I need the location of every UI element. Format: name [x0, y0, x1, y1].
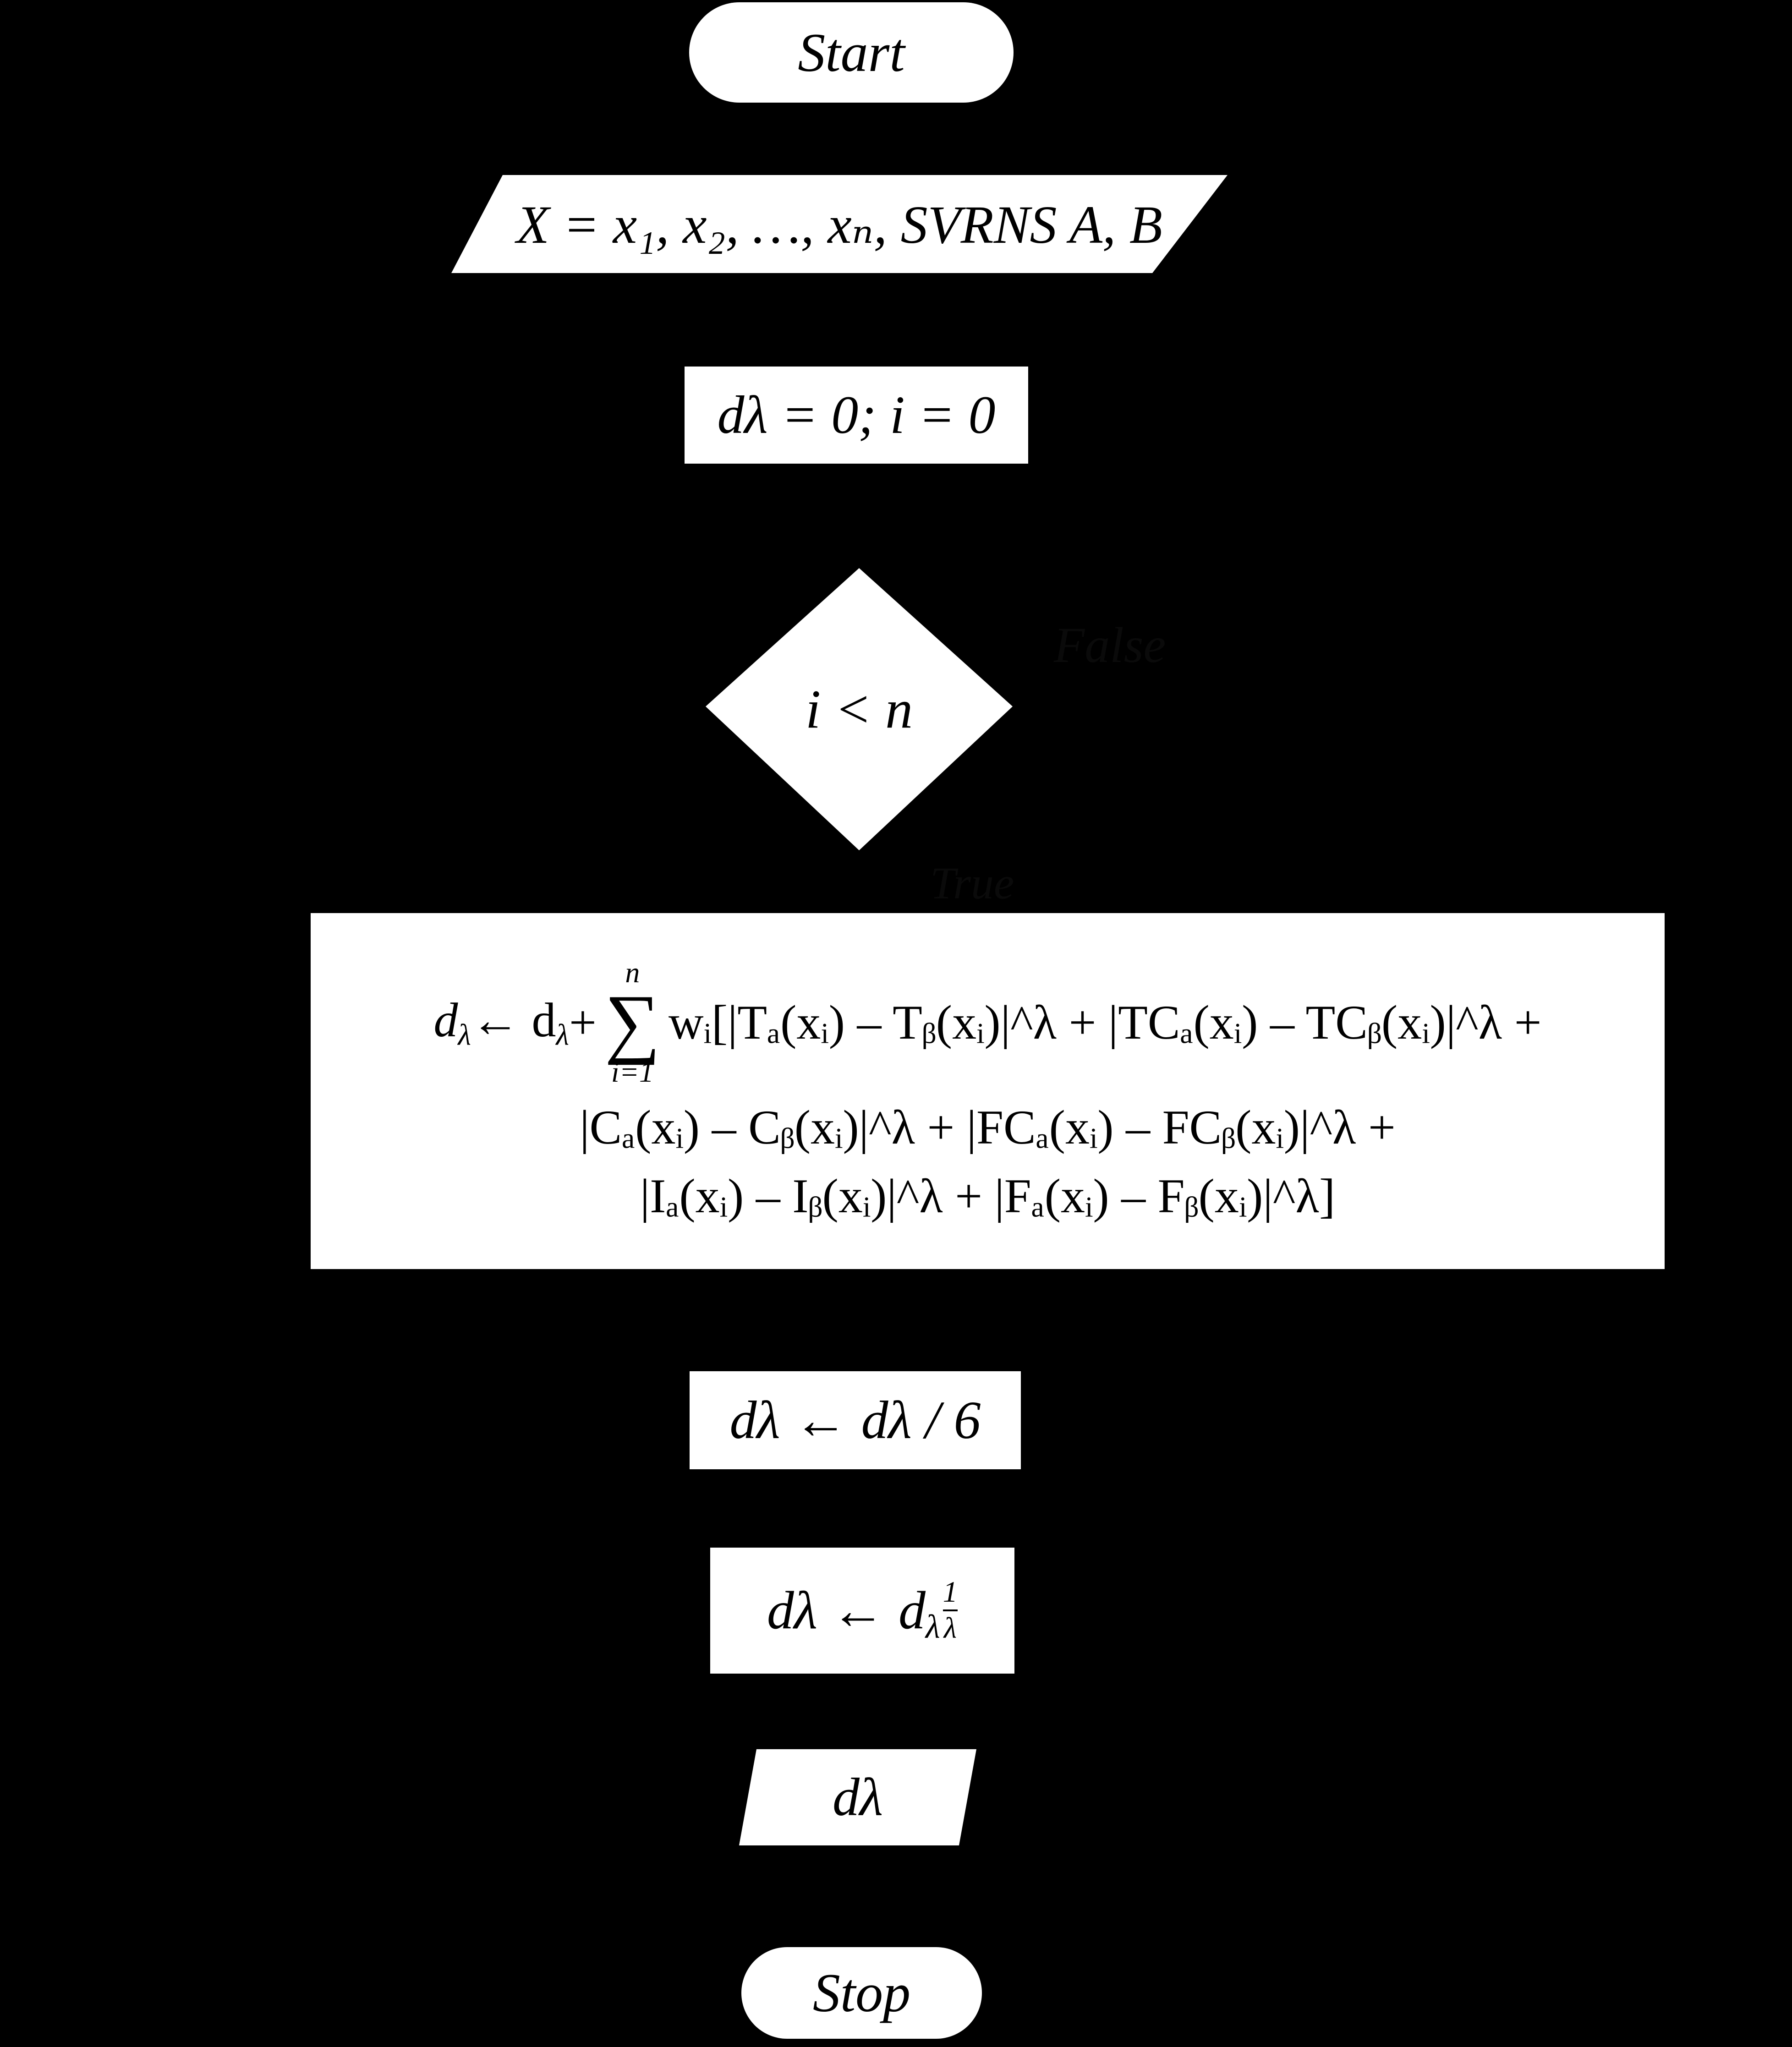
false-branch-label: False: [1054, 617, 1166, 673]
decision-label: i < n: [706, 568, 1013, 850]
init-process: dλ = 0; i = 0: [685, 367, 1028, 464]
formula-plus: +: [569, 995, 597, 1049]
formula-line-1-terms: wᵢ[|Tₐ(xᵢ) – Tᵦ(xᵢ)|^λ + |TCₐ(xᵢ) – TCᵦ(…: [668, 995, 1542, 1049]
divide-label: dλ ← dλ / 6: [729, 1390, 981, 1450]
stop-terminal: Stop: [741, 1947, 982, 2039]
formula-lhs: dλ: [433, 993, 471, 1052]
sum-lower-limit: i=1: [611, 1056, 654, 1088]
summation: n ∑ i=1: [605, 958, 660, 1087]
decision-text: i < n: [805, 679, 913, 739]
stop-label: Stop: [812, 1962, 911, 2023]
init-label: dλ = 0; i = 0: [717, 385, 996, 445]
true-branch-label: True: [930, 858, 1014, 909]
formula-line-3: |Iₐ(xᵢ) – Iᵦ(xᵢ)|^λ + |Fₐ(xᵢ) – Fᵦ(xᵢ)|^…: [640, 1169, 1336, 1223]
input-parallelogram: [451, 175, 1228, 273]
output-label: dλ: [739, 1749, 976, 1845]
decision-diamond: [706, 568, 1013, 850]
sum-upper-limit: n: [625, 956, 640, 989]
power-base-subscript: λ: [925, 1608, 940, 1645]
input-label: X = x₁, x₂, …, xₙ, SVRNS A, B: [451, 175, 1228, 273]
output-text: dλ: [832, 1767, 883, 1827]
formula-assign: ← dλ: [471, 993, 569, 1052]
formula-line-1: dλ ← dλ + n ∑ i=1 wᵢ[|Tₐ(xᵢ) – Tᵦ(xᵢ)|^λ…: [434, 958, 1542, 1087]
input-text: X = x₁, x₂, …, xₙ, SVRNS A, B: [516, 194, 1162, 255]
sum-symbol: ∑: [604, 979, 660, 1065]
formula-line-2: |Cₐ(xᵢ) – Cᵦ(xᵢ)|^λ + |FCₐ(xᵢ) – FCᵦ(xᵢ)…: [580, 1100, 1396, 1154]
divide-process: dλ ← dλ / 6: [690, 1371, 1021, 1469]
start-terminal: Start: [689, 2, 1014, 103]
start-label: Start: [798, 22, 905, 83]
distance-formula-process: dλ ← dλ + n ∑ i=1 wᵢ[|Tₐ(xᵢ) – Tᵦ(xᵢ)|^λ…: [311, 913, 1665, 1269]
output-parallelogram: [739, 1749, 976, 1845]
